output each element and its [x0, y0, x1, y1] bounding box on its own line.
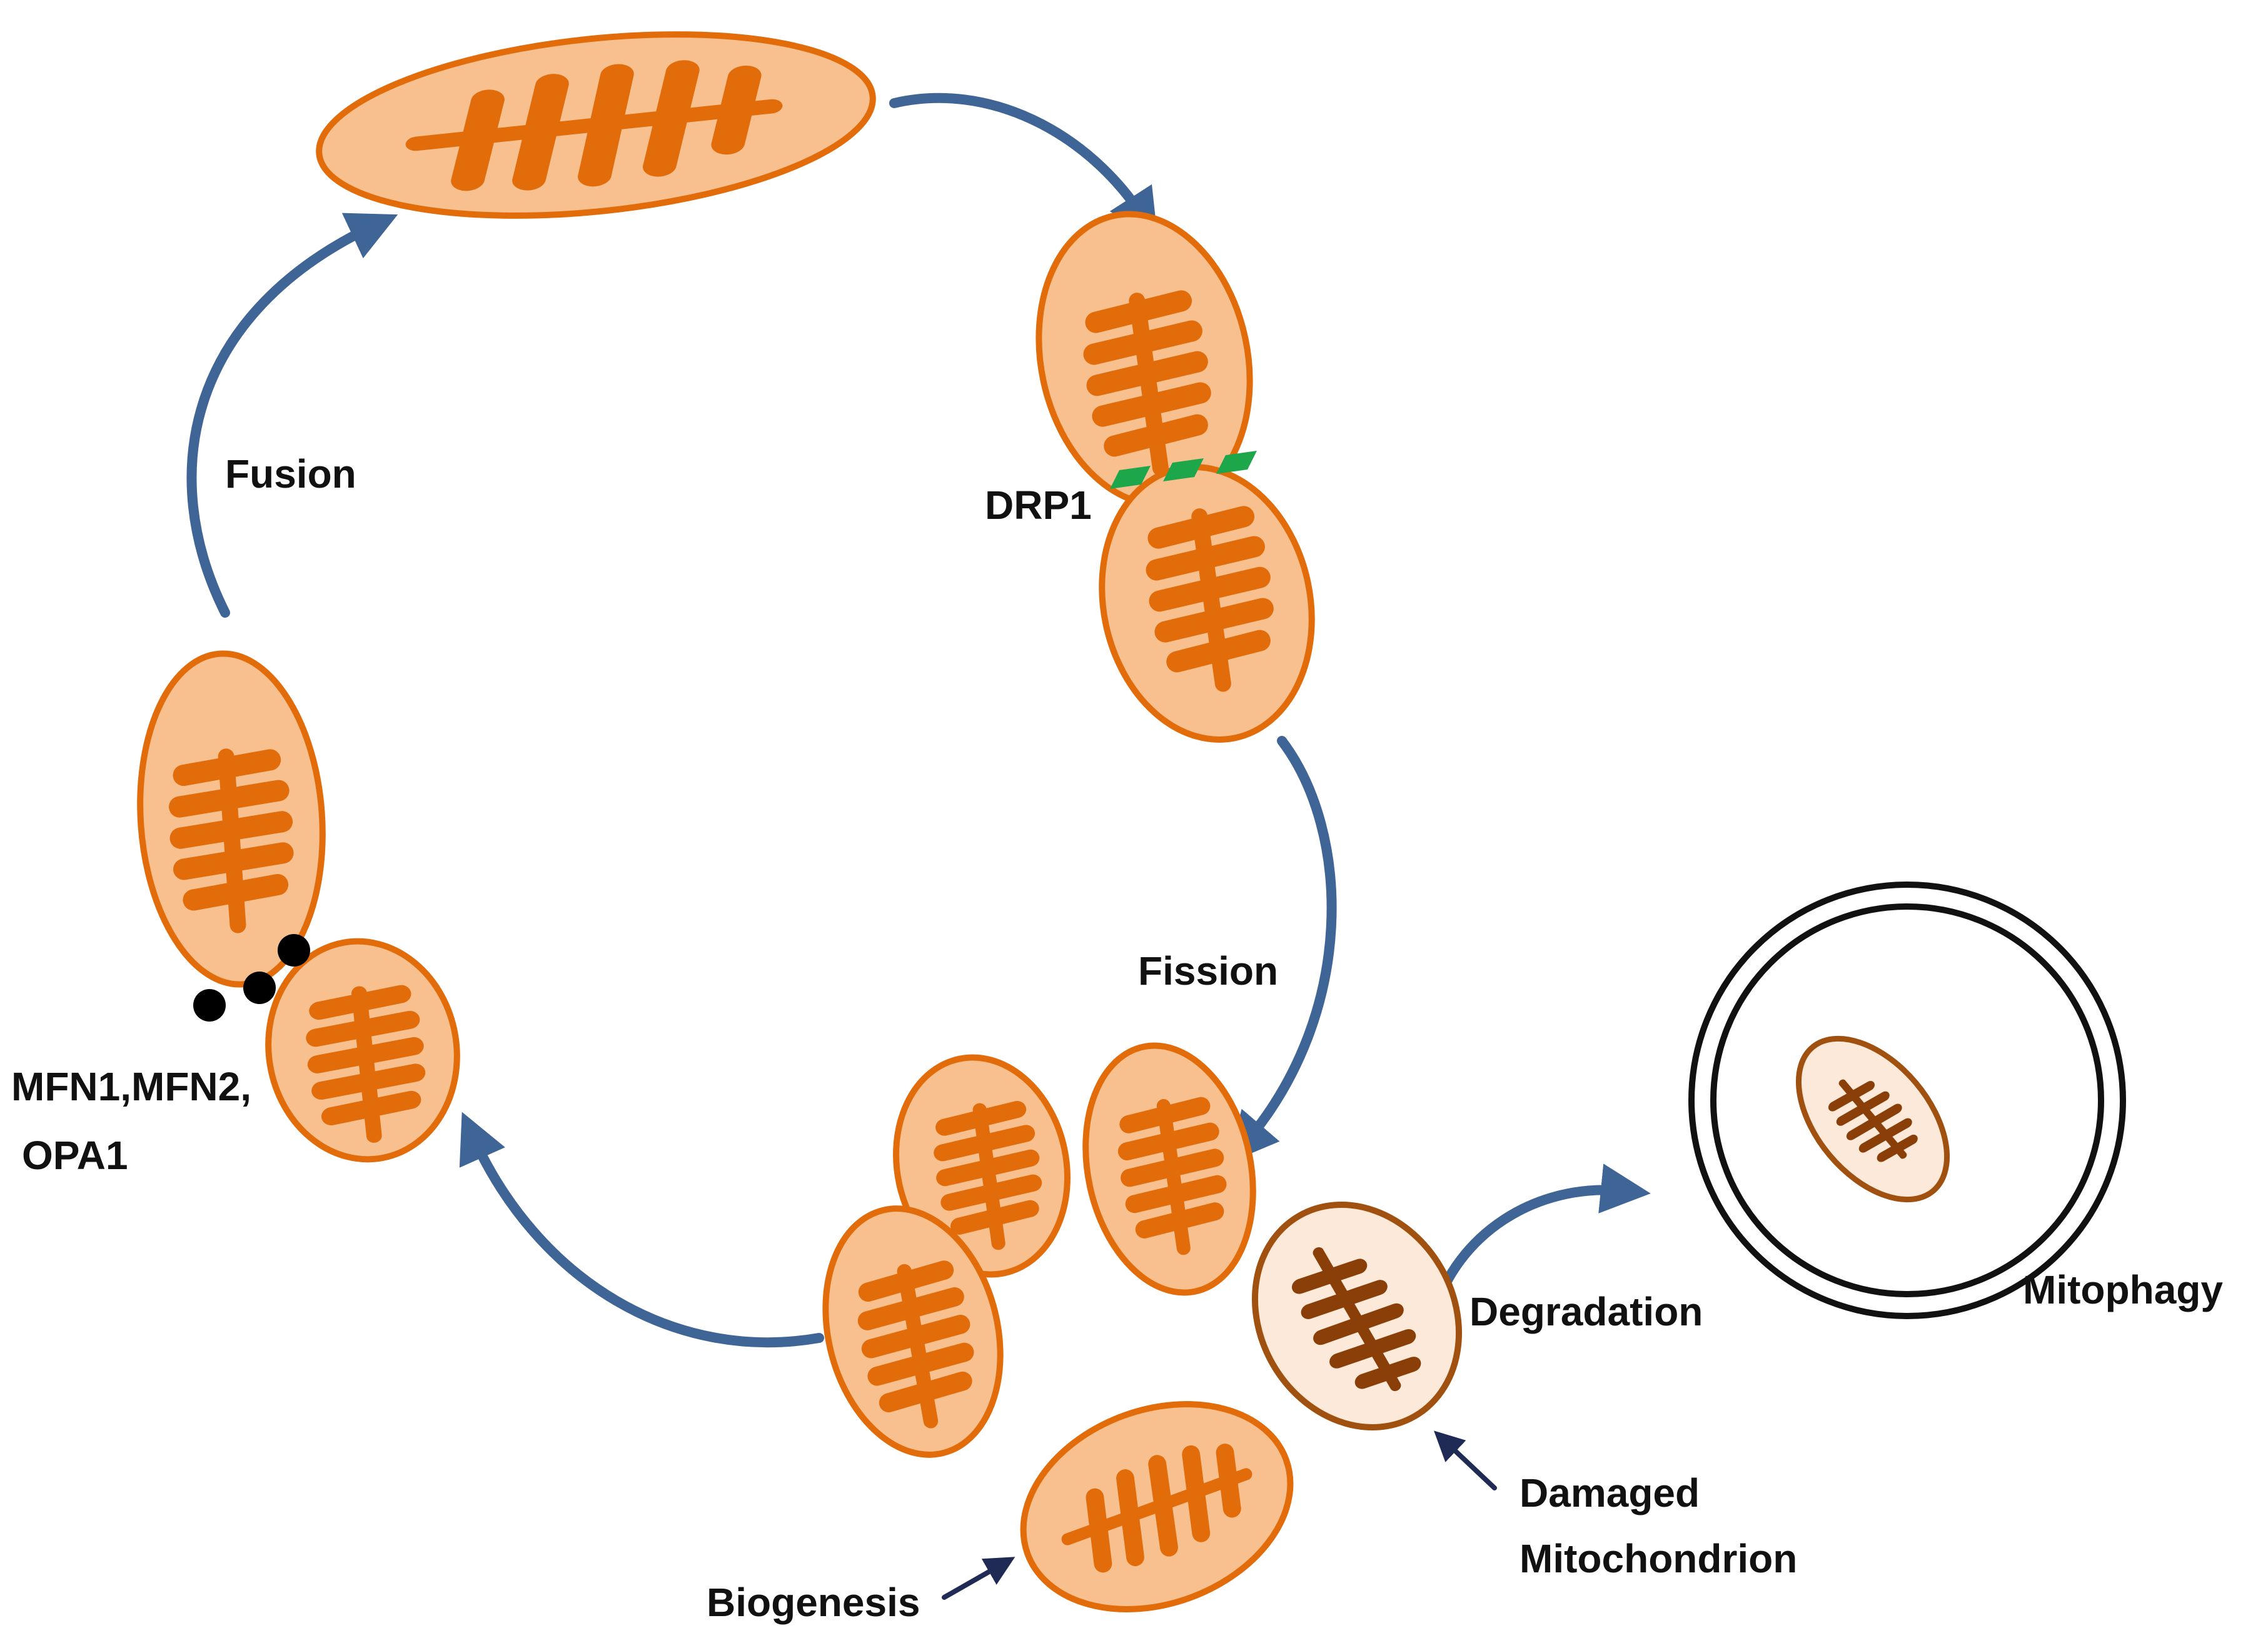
label-biogenesis: Biogenesis — [707, 1580, 920, 1625]
mitochondrion-fusing-upper — [137, 650, 326, 988]
mitochondrion-daughter-2 — [822, 1205, 1004, 1458]
arrow-fission — [1227, 736, 1337, 1163]
pointer-damaged — [1434, 1430, 1497, 1490]
mitochondrion-fused — [316, 31, 876, 219]
arrow-bottom-left — [459, 1112, 824, 1348]
drp1-marker — [1163, 458, 1204, 481]
engulfed-mitochondrion — [1795, 1035, 1950, 1203]
mfn-marker — [193, 989, 226, 1022]
double-ring-icon — [1688, 882, 2126, 1319]
drp1-marker — [1110, 466, 1151, 489]
pointer-arrows — [942, 1430, 1497, 1600]
mitochondrion-daughter-3 — [1082, 1042, 1256, 1296]
autophagosome — [1688, 882, 2126, 1319]
label-fission: Fission — [1138, 948, 1278, 993]
drp1-markers — [1110, 451, 1257, 489]
mitochondrion-fusing-lower — [265, 938, 460, 1163]
label-mfn-line2: OPA1 — [22, 1133, 128, 1178]
label-degradation: Degradation — [1469, 1289, 1703, 1334]
label-fusion: Fusion — [225, 451, 356, 496]
mfn-marker — [243, 972, 276, 1004]
mfn-markers — [193, 934, 310, 1022]
mfn-marker — [278, 934, 310, 967]
label-damaged-line1: Damaged — [1520, 1470, 1700, 1515]
mitochondrion-damaged — [1251, 1202, 1463, 1430]
label-damaged-line2: Mitochondrion — [1520, 1536, 1797, 1581]
label-mfn-line1: MFN1,MFN2, — [11, 1064, 251, 1109]
pointer-biogenesis — [942, 1557, 1016, 1600]
label-drp1: DRP1 — [985, 483, 1092, 528]
arrow-fusion — [186, 213, 398, 618]
arrow-top-right — [889, 93, 1158, 240]
mitochondrion-new — [1020, 1401, 1294, 1612]
label-mitophagy: Mitophagy — [2023, 1267, 2223, 1312]
drp1-marker — [1216, 451, 1257, 474]
